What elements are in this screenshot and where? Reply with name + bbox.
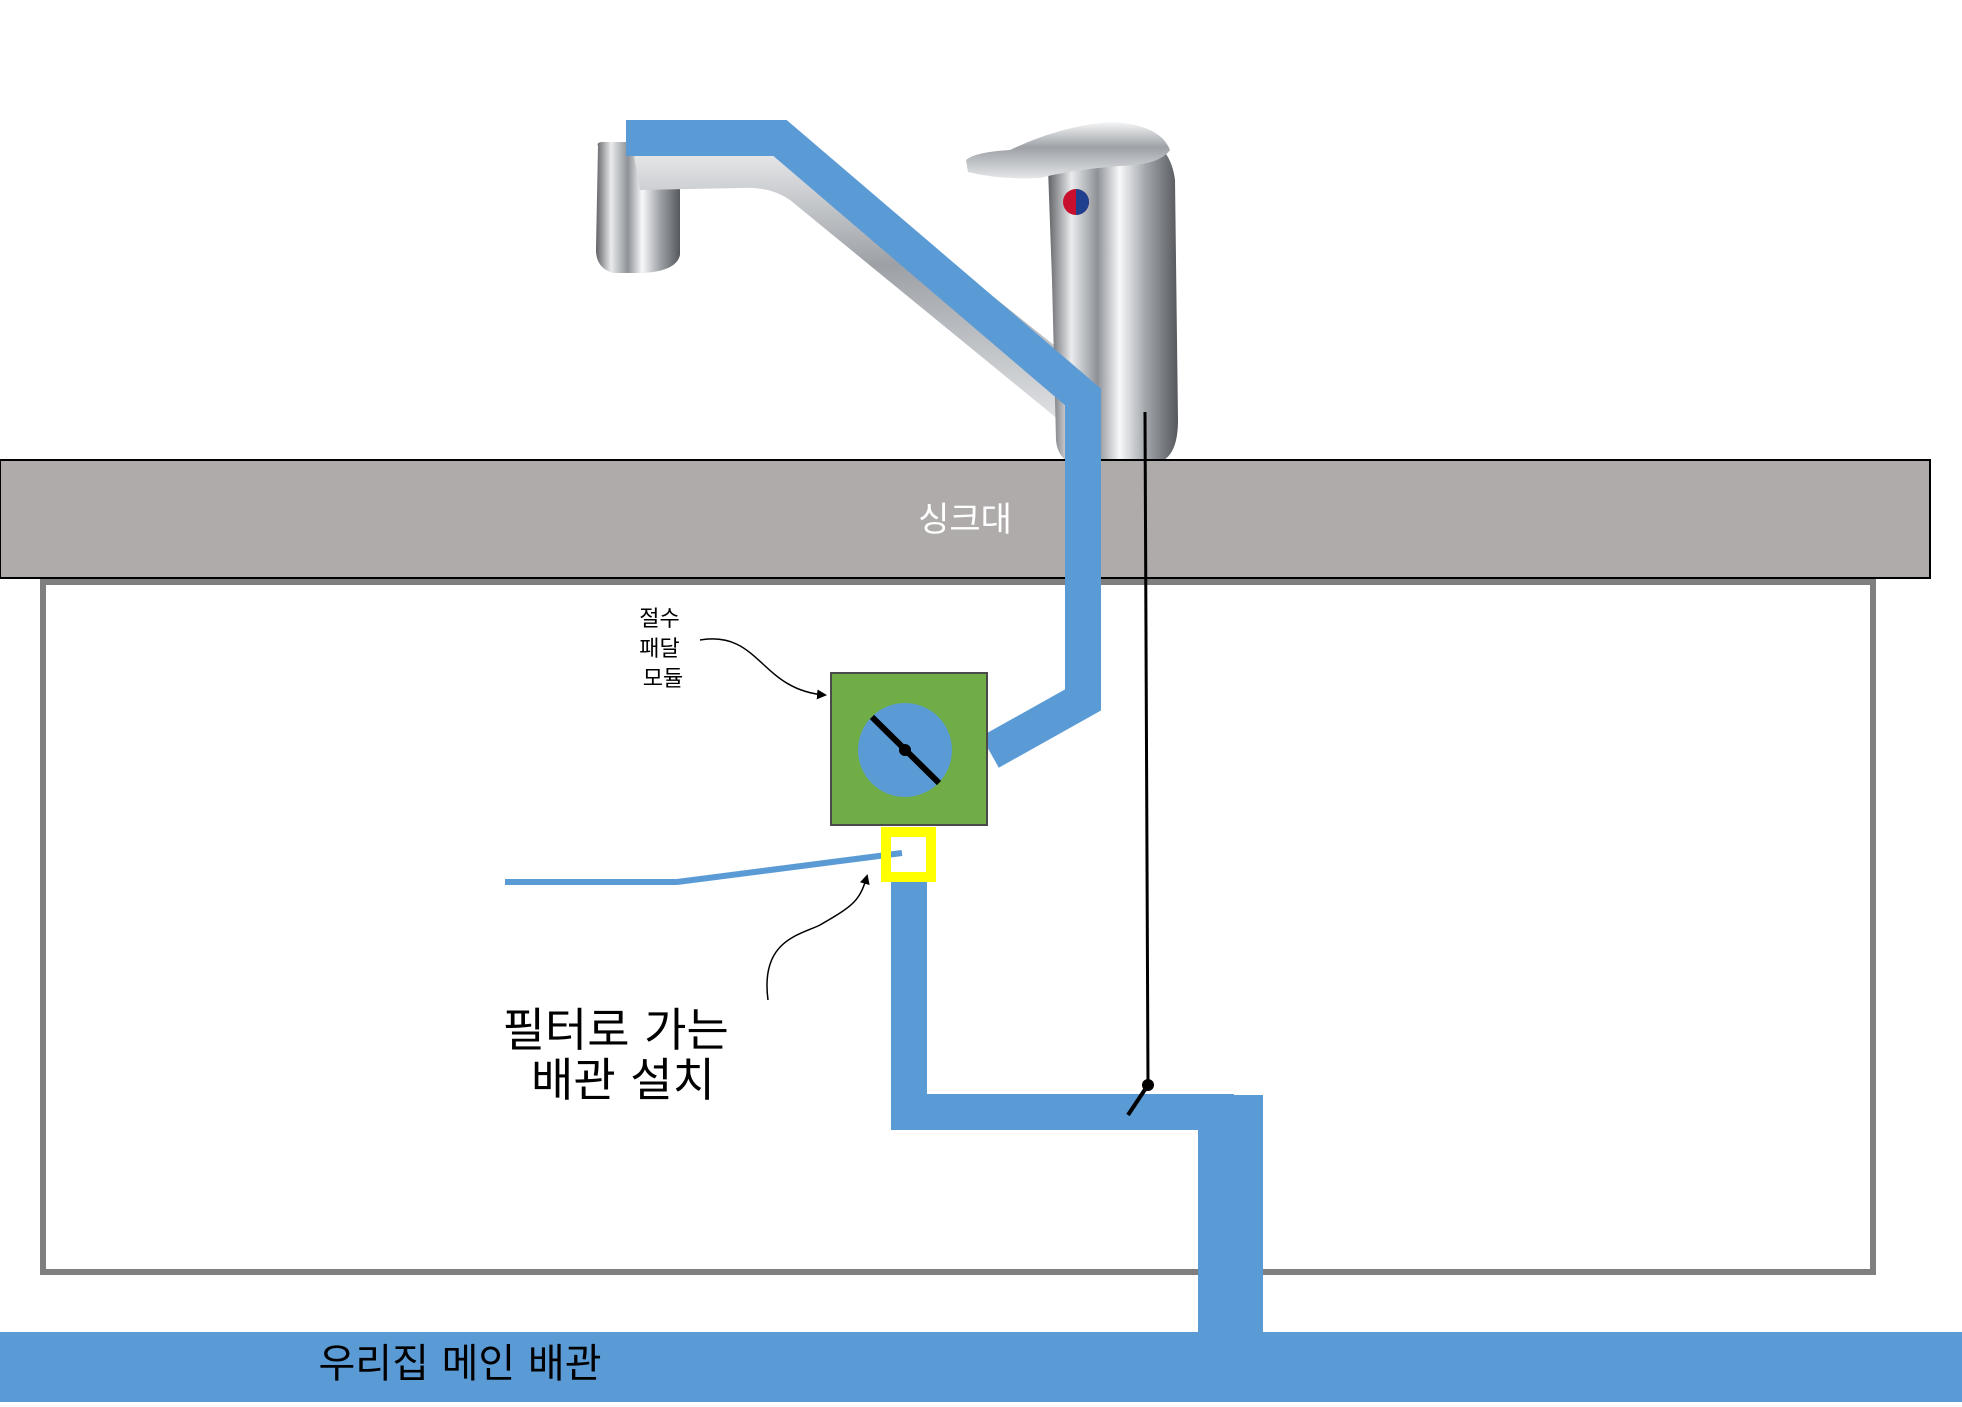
pedal-module-label: 절수 패달 모듈 [639, 607, 686, 692]
filter-pipe-label-line-2: 배관 설치 [531, 1053, 715, 1107]
filter-branch-pipe [505, 853, 902, 882]
pedal-module-label-line-3: 모듈 [643, 667, 683, 692]
pedal-module-label-line-1: 절수 [639, 607, 679, 632]
pedal-module-label-line-2: 패달 [639, 637, 679, 662]
main-pipe-label: 우리집 메인 배관 [318, 1341, 601, 1387]
valve-pivot [899, 744, 911, 756]
filter-pipe-label-line-1: 필터로 가는 [503, 1003, 729, 1057]
pedal-module-arrow [700, 639, 825, 695]
main-riser-pipe [909, 880, 1216, 1335]
main-house-pipe [0, 1332, 1962, 1402]
filter-pipe-arrow [767, 876, 867, 1000]
sink-label: 싱크대 [918, 500, 1012, 540]
filter-pipe-label: 필터로 가는 배관 설치 [503, 1003, 744, 1107]
main-riser-pipe-wide [1199, 1095, 1263, 1335]
